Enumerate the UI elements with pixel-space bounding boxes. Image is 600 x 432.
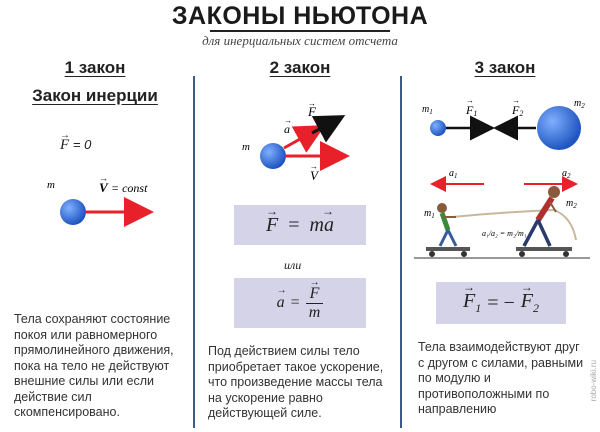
law3-ball-small bbox=[430, 120, 446, 136]
law2-formula-alt-left-arrow: → bbox=[276, 285, 287, 296]
law2-formula-main-left-arrow: → bbox=[266, 203, 279, 218]
law3-cart-right-wheel-1 bbox=[519, 251, 525, 257]
law2-formula-alt-num: F bbox=[309, 284, 320, 302]
law2-formula-main-eq: = bbox=[288, 213, 300, 236]
law2-velocity-arrow-sym: → bbox=[310, 162, 318, 171]
law3-a2-label: a2 bbox=[562, 168, 571, 180]
law3-person-large bbox=[522, 186, 560, 247]
law2-accel-label: a bbox=[284, 122, 290, 136]
law3-f2-label: F2 bbox=[511, 103, 523, 118]
law1-ball bbox=[60, 199, 86, 225]
law2-diagram: m a → F → V → bbox=[242, 99, 350, 183]
law1-force-symbol: F bbox=[60, 137, 70, 153]
law3-formula-right-arrow: → bbox=[520, 280, 533, 294]
law2-formula-alt-num-arrow: → bbox=[309, 276, 320, 288]
law3-interaction-diagram: m1 m2 F1 → F2 → bbox=[422, 96, 585, 150]
law2-ball bbox=[260, 143, 286, 169]
law2-description: Под действием силы тело приобретает тако… bbox=[208, 344, 384, 420]
divider-left bbox=[193, 76, 195, 428]
law1-name: Закон инерции bbox=[32, 86, 158, 105]
law3-formula-eq: = − bbox=[487, 291, 515, 314]
law3-person-small bbox=[437, 203, 458, 247]
page-title: ЗАКОНЫ НЬЮТОНА bbox=[171, 2, 429, 30]
law2-formula-main-left: F bbox=[266, 213, 279, 236]
law1-velocity-symbol: V bbox=[99, 180, 109, 195]
law3-cart-left-wheel-1 bbox=[429, 251, 435, 257]
law3-cart-left-wheel-2 bbox=[461, 251, 467, 257]
law3-f1-label: F1 bbox=[465, 103, 477, 118]
law3-ball-large bbox=[537, 106, 581, 150]
divider-right bbox=[400, 76, 402, 428]
law3-formula-left: F bbox=[463, 290, 476, 312]
law2-or-text: или bbox=[284, 258, 302, 272]
law3-a1-label: a1 bbox=[449, 168, 458, 180]
law1-description: Тела сохраняют состояние покоя или равно… bbox=[14, 312, 174, 419]
watermark: robo-wiki.ru bbox=[589, 360, 598, 402]
law3-formula-right: F bbox=[520, 290, 533, 312]
law2-accel-arrow-sym: → bbox=[284, 116, 292, 125]
law3-f2-arrow-sym: → bbox=[512, 96, 520, 105]
title-underline bbox=[210, 30, 390, 32]
law2-force-label: F bbox=[307, 104, 317, 119]
law2-formula-alt: → a = → F m bbox=[234, 277, 366, 328]
law1-force-arrow: → bbox=[60, 130, 70, 141]
law2-velocity-label: V bbox=[310, 168, 320, 183]
law2-mass-label: m bbox=[242, 141, 250, 153]
law2-formula-alt-left: a bbox=[276, 294, 285, 311]
law3-formula: → F1 = − → F2 bbox=[436, 280, 566, 324]
law3-f1-arrow-sym: → bbox=[466, 96, 474, 105]
law2-formula-alt-den: m bbox=[308, 303, 321, 321]
law1-force-formula: → F = 0 bbox=[60, 130, 92, 154]
law3-cart-right bbox=[516, 247, 572, 251]
law3-heading: 3 закон bbox=[474, 58, 536, 77]
law2-formula-alt-fraction: → F m bbox=[305, 277, 324, 322]
law3-ilm1-label: m1 bbox=[424, 208, 435, 220]
page-subtitle: для инерциальных систем отсчета bbox=[202, 33, 398, 48]
law3-m2-label: m2 bbox=[574, 98, 585, 110]
law3-cart-right-wheel-2 bbox=[563, 251, 569, 257]
law1-diagram: m → V = const bbox=[47, 173, 154, 227]
law3-ratio-label: a₁/a₂ = m₂/m₁ bbox=[482, 229, 527, 238]
law2-formula-main-right: ma bbox=[309, 213, 334, 236]
law3-description: Тела взаимодействуют друг с другом с сил… bbox=[418, 340, 584, 416]
law3-cart-left bbox=[426, 247, 470, 251]
law3-ilm2-label: m2 bbox=[566, 198, 577, 210]
law1-velocity-text: = const bbox=[111, 181, 148, 195]
law3-formula-left-arrow: → bbox=[463, 280, 475, 294]
law2-force-arrow-sym: → bbox=[308, 99, 316, 108]
law1-heading: 1 закон bbox=[64, 58, 126, 77]
law2-formula-alt-eq: = bbox=[290, 294, 300, 311]
law2-formula-main-right-arrow: → bbox=[321, 203, 334, 218]
law1-force-eq: = 0 bbox=[72, 137, 92, 152]
law1-mass-label: m bbox=[47, 179, 55, 191]
law3-tug-of-war-illustration: a1 a2 m1 m2 a₁/a₂ = m₂/m₁ bbox=[414, 168, 590, 259]
law2-formula-main: → F = → ma bbox=[234, 203, 366, 245]
law2-force-arrow bbox=[311, 115, 346, 143]
law3-m1-label: m1 bbox=[422, 104, 433, 116]
law2-heading: 2 закон bbox=[269, 58, 331, 77]
law3-rope bbox=[451, 208, 577, 241]
law1-velocity-arrow-sym: → bbox=[99, 173, 108, 183]
